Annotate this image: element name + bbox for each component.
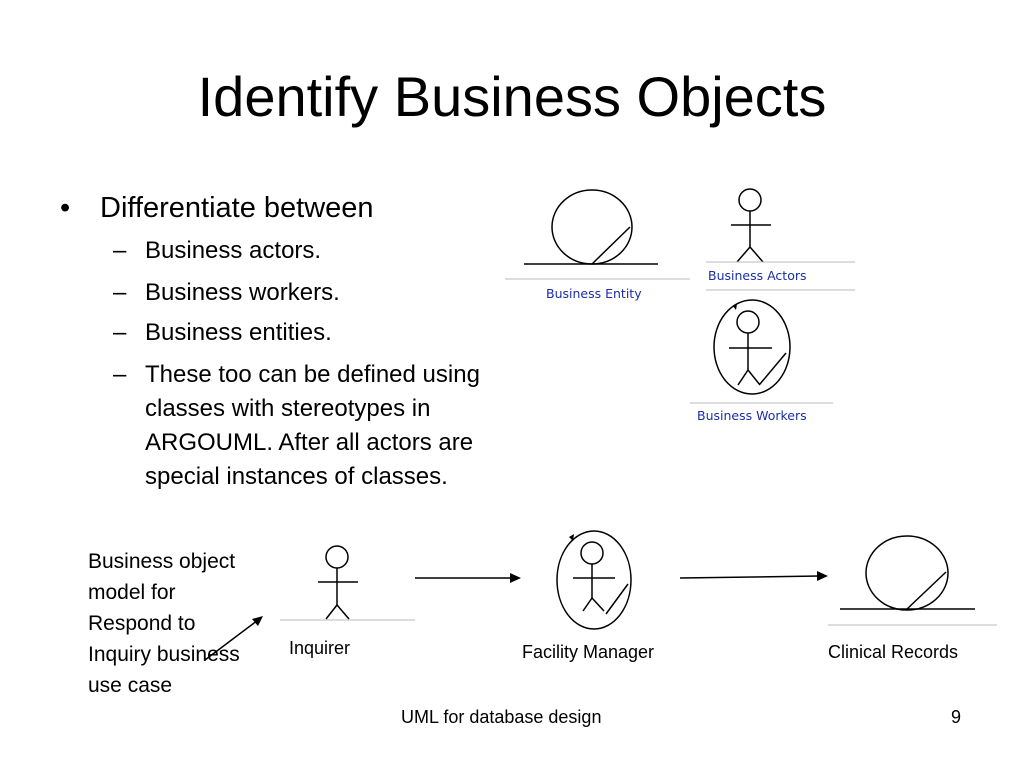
bullet-main-text: Differentiate between xyxy=(100,192,374,224)
arrowhead xyxy=(510,573,521,583)
clinical-records-label: Clinical Records xyxy=(828,642,959,662)
model-note: Business object model for Respond to Inq… xyxy=(88,550,240,697)
bullet-main: • Differentiate between xyxy=(60,190,374,226)
note-pointer-line xyxy=(204,619,259,661)
slide-title: Identify Business Objects xyxy=(197,65,827,128)
inquirer-actor-icon xyxy=(318,545,358,620)
arrowhead xyxy=(817,571,828,581)
arrowhead xyxy=(252,616,263,626)
business-entity-icon xyxy=(524,189,658,265)
sub-bullet-text: Business entities. xyxy=(145,319,332,346)
footer-text: UML for database design xyxy=(401,707,602,727)
business-worker-icon xyxy=(713,299,791,395)
bullet-dot: • xyxy=(60,192,71,224)
dash: – xyxy=(113,361,127,388)
clinical-records-entity-icon xyxy=(840,535,975,611)
business-actor-icon xyxy=(731,188,771,263)
business-entity-caption: Business Entity xyxy=(546,286,642,301)
inquirer-label: Inquirer xyxy=(289,638,351,658)
tick-mark xyxy=(733,304,737,310)
page-number: 9 xyxy=(951,707,962,727)
dash: – xyxy=(113,237,127,264)
sub-bullet-text: Business workers. xyxy=(145,279,340,306)
facility-manager-label: Facility Manager xyxy=(522,642,655,662)
sub-bullet-text: These too can be defined using classes w… xyxy=(145,361,480,490)
arrow-manager-to-records xyxy=(679,575,821,579)
dash: – xyxy=(113,319,127,346)
sub-bullet-text: Business actors. xyxy=(145,237,322,264)
business-actors-caption: Business Actors xyxy=(708,268,807,283)
tick-mark xyxy=(569,534,574,541)
business-workers-caption: Business Workers xyxy=(697,408,807,423)
facility-manager-worker-icon xyxy=(556,530,632,630)
dash: – xyxy=(113,279,127,306)
